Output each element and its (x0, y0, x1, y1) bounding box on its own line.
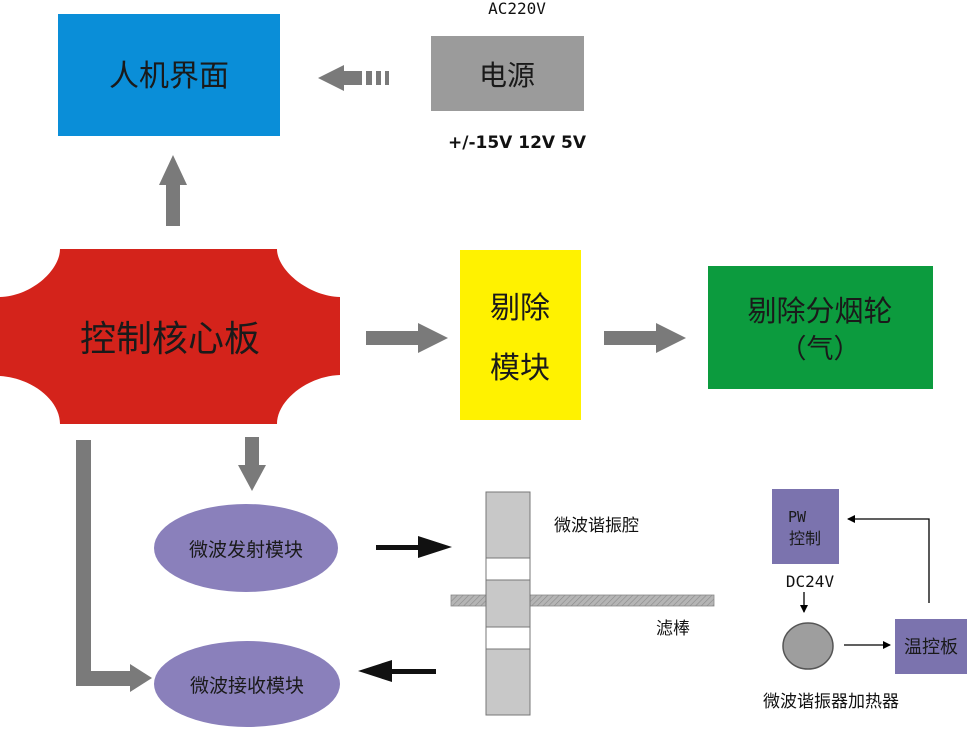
rx-module: 微波接收模块 (154, 641, 340, 727)
tx-module-label: 微波发射模块 (189, 539, 303, 561)
reject-wheel-box: 剔除分烟轮 （气） (708, 266, 933, 389)
pw-control-line2: 控制 (789, 529, 821, 548)
heater-label: 微波谐振器加热器 (763, 692, 899, 712)
dc24v-label: DC24V (786, 572, 835, 591)
arrow-core-to-rx (76, 440, 152, 692)
temp-board-box: 温控板 (895, 619, 967, 674)
hmi-box: 人机界面 (58, 14, 280, 136)
rx-module-label: 微波接收模块 (190, 675, 304, 697)
arrow-core-to-hmi (159, 155, 187, 226)
core-board: 控制核心板 (0, 249, 340, 424)
arrow-cavity-to-rx (358, 660, 436, 682)
power-box: 电源 (431, 36, 584, 111)
reject-module-line2: 模块 (490, 351, 550, 386)
filter-rod (450, 579, 715, 628)
arrow-core-to-tx (238, 437, 266, 491)
arrow-power-to-hmi (318, 65, 389, 91)
power-label: 电源 (479, 59, 535, 92)
hmi-label: 人机界面 (109, 59, 229, 94)
reject-wheel-line2: （气） (780, 334, 861, 365)
power-output-label: +/-15V 12V 5V (448, 133, 587, 153)
tx-module: 微波发射模块 (154, 504, 338, 592)
arrow-temp-to-pw (847, 515, 930, 603)
arrow-reject-to-wheel (604, 323, 686, 353)
reject-module-box: 剔除 模块 (460, 250, 581, 420)
heater (782, 622, 834, 670)
cavity-label: 微波谐振腔 (554, 516, 639, 536)
arrow-tx-to-cavity (376, 536, 452, 558)
filter-rod-label: 滤棒 (656, 619, 690, 639)
pw-control-line1: PW (788, 508, 807, 526)
core-label: 控制核心板 (80, 319, 260, 360)
reject-wheel-line1: 剔除分烟轮 (747, 294, 892, 328)
arrow-core-to-reject (366, 323, 448, 353)
reject-module-line1: 剔除 (490, 291, 550, 326)
pw-control-box: PW 控制 (772, 489, 839, 564)
power-input-label: AC220V (488, 0, 546, 18)
temp-board-label: 温控板 (904, 637, 958, 658)
